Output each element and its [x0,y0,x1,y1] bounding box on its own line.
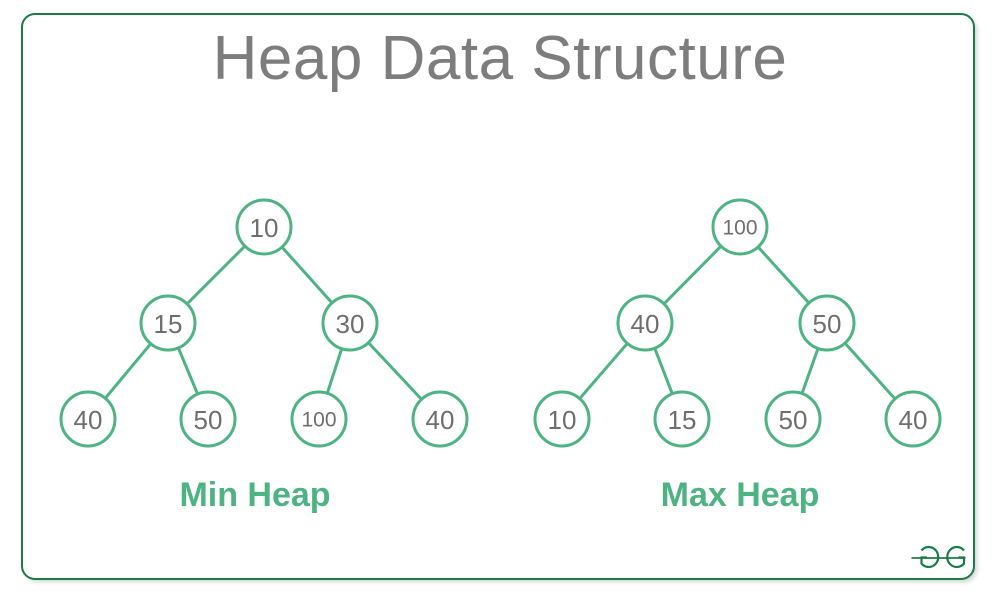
tree-edge [663,246,722,304]
tree-edge [653,348,674,394]
tree-edge [177,348,199,394]
tree-node[interactable]: 40 [411,390,469,448]
tree-node[interactable]: 30 [321,294,379,352]
tree-node[interactable]: 100 [711,198,769,256]
node-circle [533,390,591,448]
tree-node[interactable]: 40 [884,390,942,448]
tree-edge [844,343,896,399]
node-circle [711,198,769,256]
node-value: 50 [813,309,842,339]
node-circle [235,198,293,256]
tree-edge [757,246,810,304]
node-value: 15 [154,309,183,339]
node-value: 50 [194,405,223,435]
tree-node[interactable]: 15 [139,294,197,352]
node-value: 100 [301,409,336,432]
node-circle [139,294,197,352]
tree-edge [105,343,151,399]
tree-node[interactable]: 40 [616,294,674,352]
tree-node[interactable]: 50 [179,390,237,448]
tree-edge [187,246,245,304]
node-value: 40 [631,309,660,339]
node-circle [321,294,379,352]
tree-node[interactable]: 50 [798,294,856,352]
tree-edge [368,342,422,400]
tree-edge [281,247,333,303]
page-title: Heap Data Structure [212,24,788,93]
node-value: 100 [722,217,757,240]
node-circle [290,390,348,448]
min-heap-label: Min Heap [179,476,331,514]
node-value: 40 [426,405,455,435]
node-circle [179,390,237,448]
geeksforgeeks-logo [911,545,966,569]
node-circle [798,294,856,352]
node-circle [411,390,469,448]
node-circle [764,390,822,448]
max-heap-label: Max Heap [660,476,820,514]
tree-edge [579,343,628,399]
tree-node[interactable]: 40 [59,390,117,448]
tree-node[interactable]: 15 [653,390,711,448]
tree-edge [326,349,343,393]
node-value: 15 [668,405,697,435]
node-value: 50 [779,405,808,435]
heap-tree-max-heap: 100 40 50 10 15 50 40 [533,198,942,448]
node-circle [653,390,711,448]
tree-node[interactable]: 100 [290,390,348,448]
node-value: 40 [74,405,103,435]
node-circle [59,390,117,448]
tree-node[interactable]: 10 [533,390,591,448]
node-circle [884,390,942,448]
node-value: 10 [548,405,577,435]
content-frame [21,13,975,580]
node-value: 30 [336,309,365,339]
node-circle [616,294,674,352]
tree-node[interactable]: 10 [235,198,293,256]
node-value: 10 [250,213,279,243]
tree-edge [801,348,819,394]
node-value: 40 [899,405,928,435]
heap-tree-min-heap: 10 15 30 40 50 100 40 [59,198,469,448]
tree-node[interactable]: 50 [764,390,822,448]
